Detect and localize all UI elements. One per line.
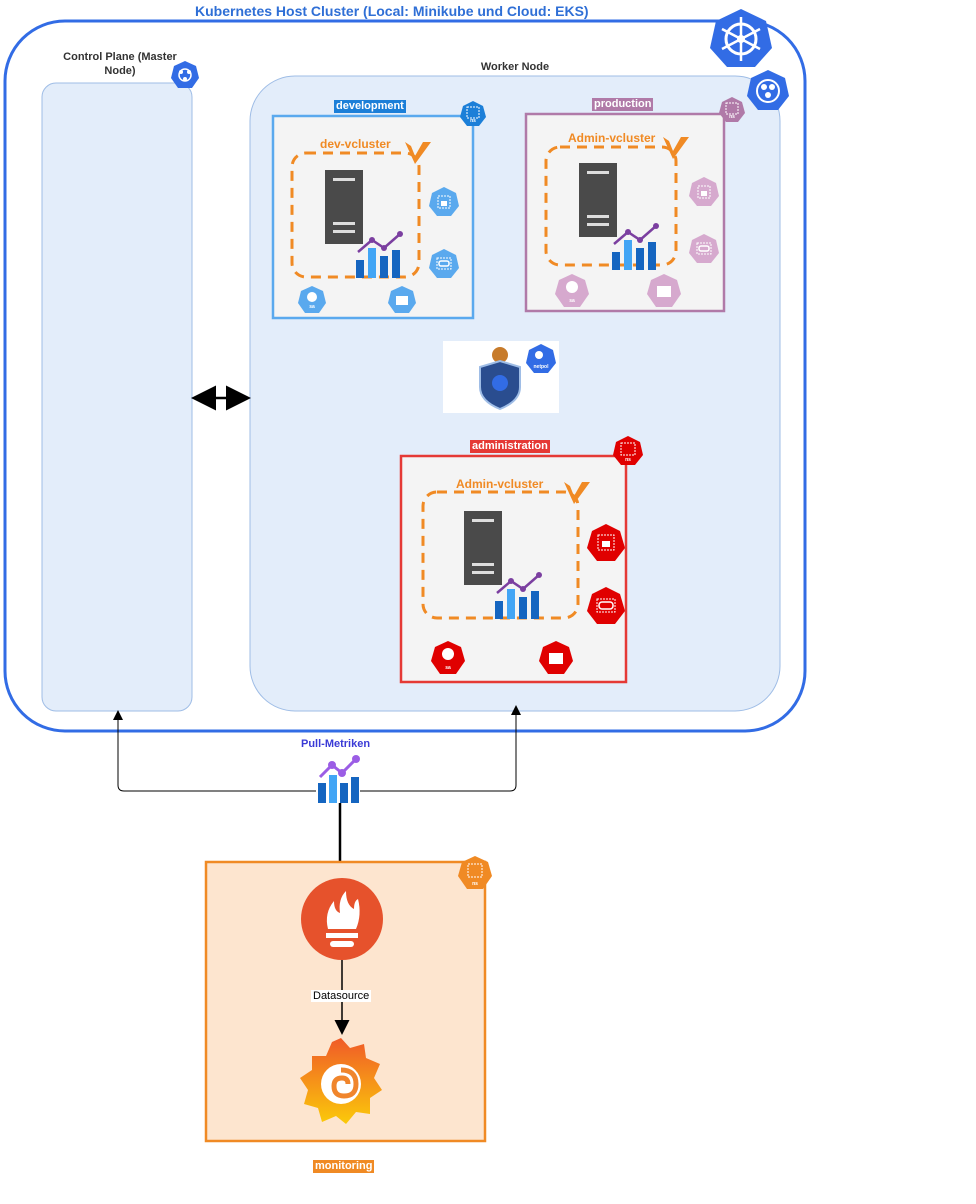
badge-text: ns [470,118,476,124]
control-plane-label: Control Plane (Master Node) [63,51,177,77]
grafana-icon [300,1038,382,1124]
production-ns-label: production [592,98,654,111]
production-ns-box [524,112,726,313]
dev-ns-badge: ns [459,100,487,128]
administration-ns-box [399,454,628,684]
monitoring-ns-label: monitoring [313,1160,375,1173]
development-ns-box [271,114,475,320]
server-icon [325,170,363,244]
badge-text: netpol [534,364,550,370]
badge-text: sa [445,665,451,671]
secret-icon [428,186,460,223]
badge-text: ns [729,114,735,120]
netpol-small-icon [538,640,574,681]
control-plane-box [41,82,193,712]
dev-vcluster-title: dev-vcluster [320,137,391,151]
metrics-chart-icon [495,572,542,619]
serviceaccount-icon: sa [554,273,590,309]
netpol-small-icon [646,273,682,314]
control-plane-icon [171,61,199,88]
secret-icon [586,523,626,568]
kyverno-shield-icon [479,347,521,411]
badge-text: sa [309,304,315,310]
prod-vcluster-title: Admin-vcluster [568,131,656,145]
pull-metrics-label: Pull-Metriken [301,738,371,750]
admin-ns-badge: ns [612,435,644,467]
pull-metrics-icon [318,755,360,803]
vcluster-logo-icon [564,482,590,504]
worker-node-icon [747,70,789,110]
prometheus-icon [301,878,383,960]
pull-metrics-to-control-plane [113,710,316,792]
serviceaccount-icon: sa [430,640,466,676]
server-icon [464,511,502,585]
secret-icon [688,176,720,213]
monitoring-ns-badge: ns [457,855,493,891]
metrics-chart-icon [356,231,403,278]
cluster-title: Kubernetes Host Cluster (Local: Minikube… [195,3,589,19]
datasource-label: Datasource [311,990,372,1002]
admin-vcluster-title: Admin-vcluster [456,477,544,491]
pull-metrics-to-worker-node [360,705,521,792]
netpol-small-icon [387,285,417,320]
serviceaccount-icon: sa [297,285,327,315]
administration-ns-label: administration [470,440,550,453]
vcluster-logo-icon [663,137,689,159]
badge-text: ns [625,457,631,463]
service-icon [586,586,626,631]
metrics-chart-icon [612,223,659,270]
development-ns-label: development [334,100,406,113]
badge-text: ns [472,881,478,887]
kubernetes-logo-icon [710,9,772,67]
server-icon [579,163,617,237]
service-icon [688,233,720,270]
vcluster-logo-icon [405,142,431,164]
netpol-badge: netpol [525,343,557,375]
prod-vcluster-box [544,145,678,267]
badge-text: sa [569,298,575,304]
service-icon [428,248,460,285]
prod-ns-badge: ns [718,96,746,124]
worker-node-label: Worker Node [480,61,550,73]
